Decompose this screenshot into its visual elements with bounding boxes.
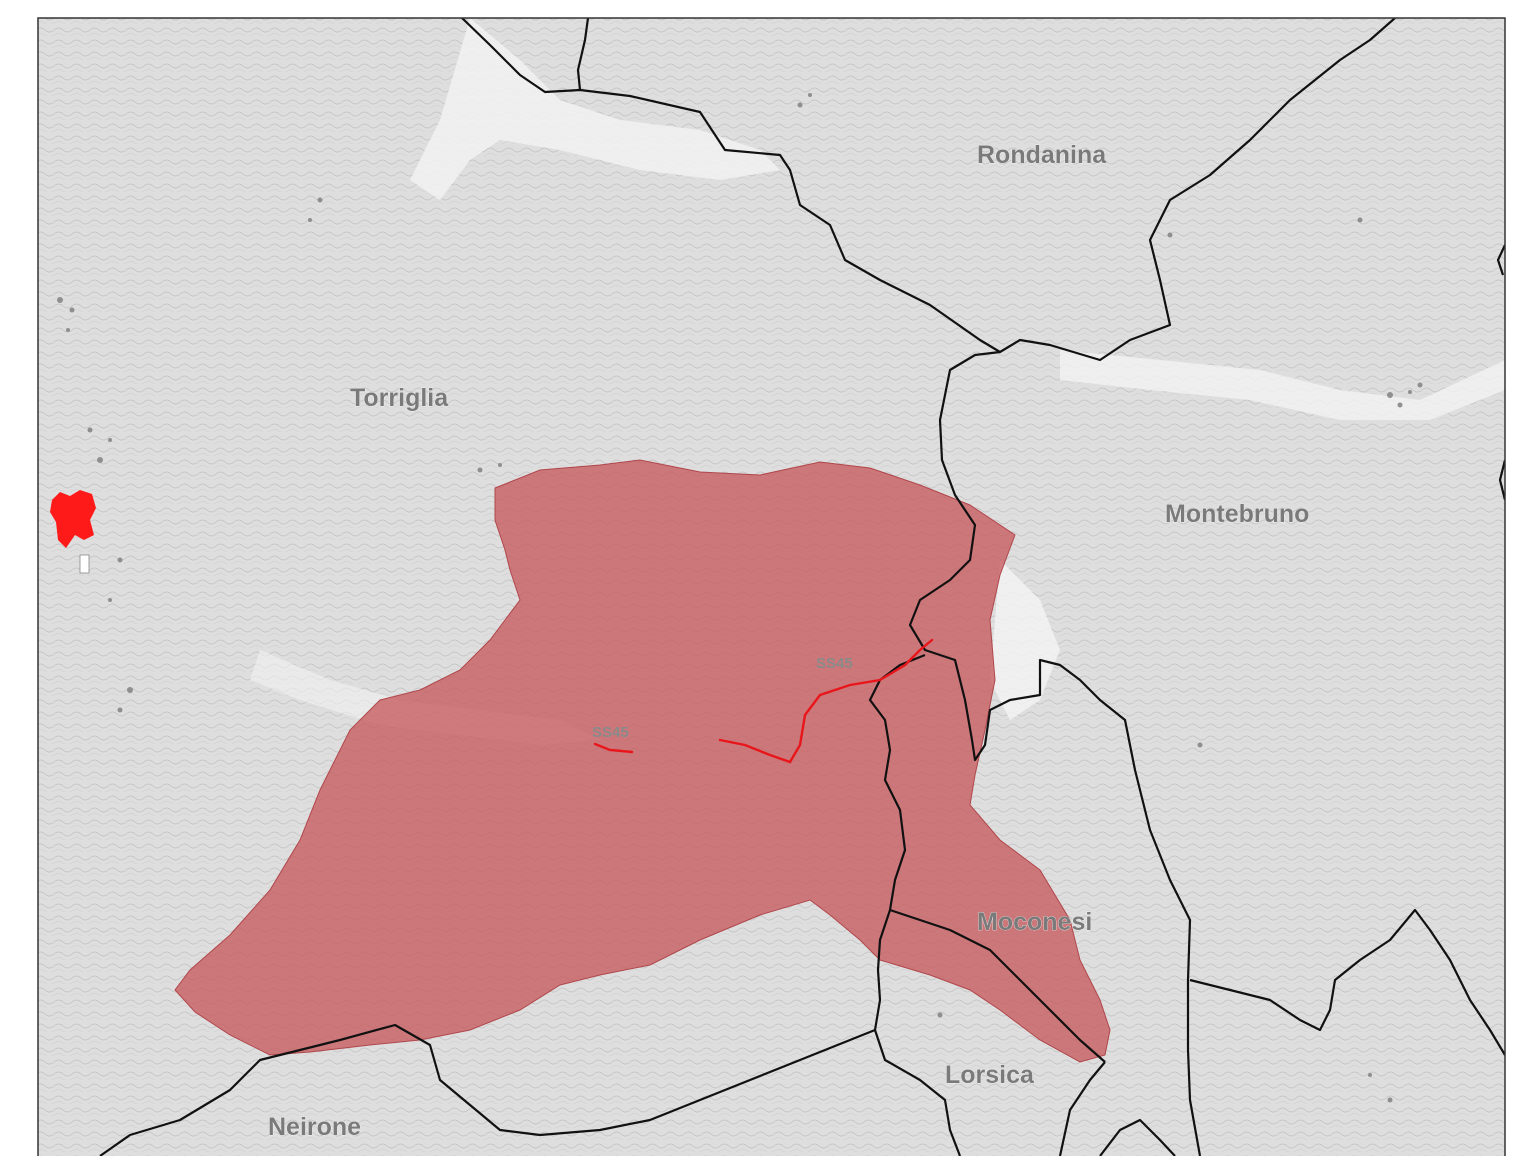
road-ss45 — [593, 638, 934, 764]
boundary-moconesi-lorsica — [889, 908, 1106, 1063]
place-label-montebruno: Montebruno — [1165, 500, 1309, 528]
boundary-lorsica-east — [1058, 1061, 1106, 1156]
boundary-neirone-north — [99, 1023, 876, 1156]
valley-north — [410, 18, 780, 200]
settlement-highlight — [50, 490, 96, 548]
boundary-torriglia-montebruno — [908, 350, 1202, 1156]
place-labels: Rondanina Torriglia Montebruno Moconesi … — [268, 141, 1310, 1142]
road-label-ss45-east: SS45 — [816, 655, 853, 672]
place-label-lorsica: Lorsica — [945, 1061, 1035, 1089]
place-label-moconesi: Moconesi — [977, 908, 1092, 936]
settlement-clusters — [57, 93, 1423, 1103]
boundary-east-montebruno — [1498, 459, 1505, 501]
boundary-lorsica-south — [1099, 1118, 1176, 1156]
valley-northeast — [1060, 350, 1505, 420]
boundary-east-montebruno-top — [1496, 244, 1505, 276]
road-labels: SS45 SS45 — [592, 655, 853, 741]
boundary-north-torriglia-rondanina — [461, 18, 1396, 362]
boundary-moconesi-west — [868, 653, 962, 1156]
valley-east — [990, 560, 1060, 720]
road-label-ss45-west: SS45 — [592, 724, 629, 741]
place-label-rondanina: Rondanina — [977, 141, 1107, 169]
boundary-southeast — [1189, 908, 1505, 1056]
study-area-polygon — [174, 459, 1111, 1063]
map-frame-border — [37, 17, 1506, 1156]
road-ss45-segment-east — [718, 638, 934, 764]
settlement-building — [79, 554, 90, 574]
boundary-north-spur — [576, 18, 590, 91]
municipal-boundaries — [99, 18, 1505, 1156]
place-label-neirone: Neirone — [268, 1113, 361, 1141]
place-label-torriglia: Torriglia — [350, 384, 449, 412]
road-ss45-segment-west — [593, 742, 634, 754]
